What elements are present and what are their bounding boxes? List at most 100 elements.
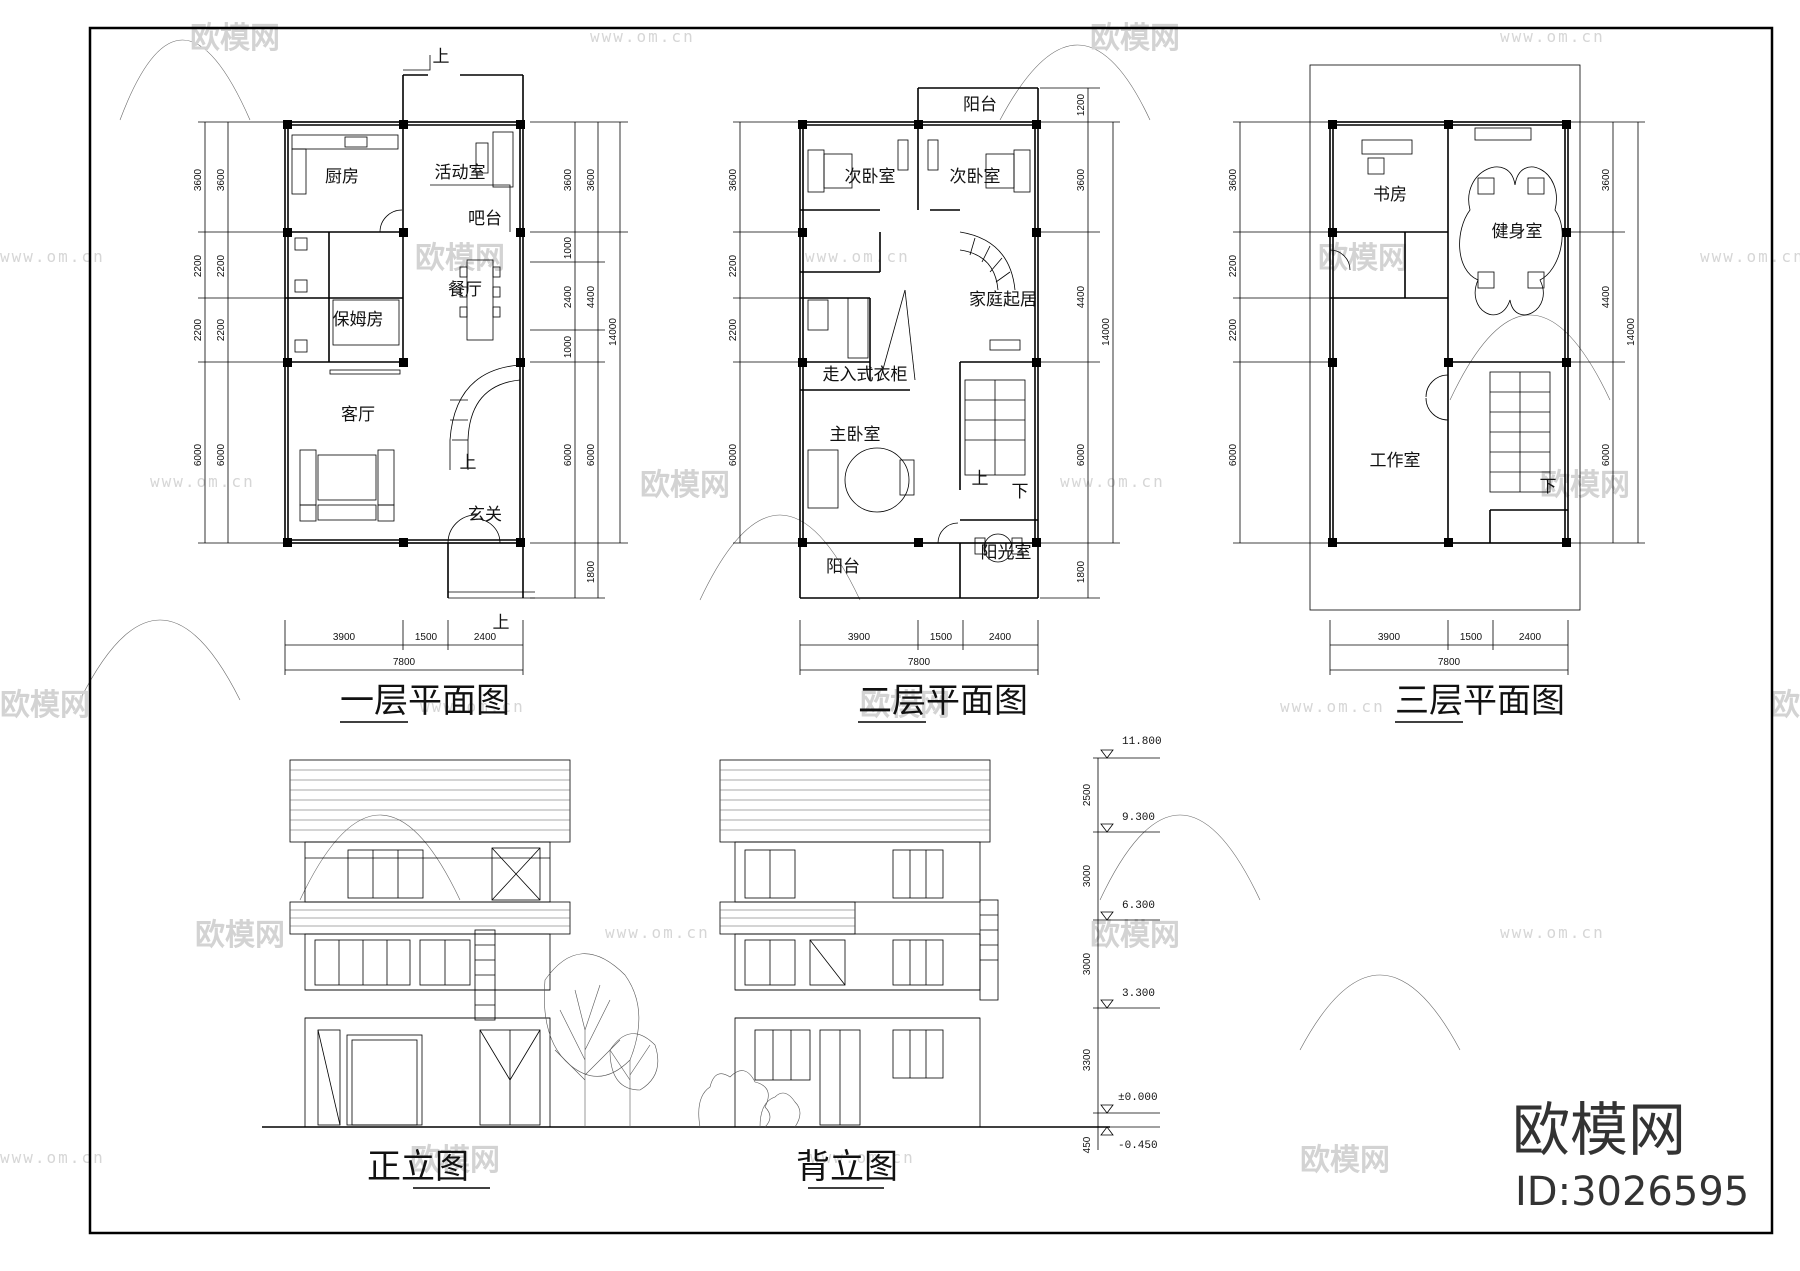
level-markers: 2500 3000 3000 3300 450 11.800 9.300 6.3… [1082,736,1162,1153]
stair-up-label: 上 [433,47,450,67]
watermark-text: 欧模网 [1090,21,1180,56]
dim-label: 1800 [1076,560,1087,583]
dim-label: 4400 [1601,285,1612,308]
stair-down-label: 下 [1012,482,1029,502]
plan-title: 一层平面图 [340,681,510,721]
watermark-url: www.om.cn [1280,697,1385,716]
dim-label: 2200 [216,254,227,277]
watermark-text: 欧模网 [195,918,285,953]
dim-label: 1800 [586,560,597,583]
dim-label: 3900 [1378,632,1401,643]
dim-label: 6000 [586,443,597,466]
dim-label: 3600 [728,168,739,191]
dim-label: 7800 [1438,657,1461,668]
watermark-text: 欧模网 [0,688,90,723]
dim-label: 6000 [1076,443,1087,466]
elevation-title: 背立图 [796,1147,898,1187]
floor3-dims-right: 3600 4400 6000 14000 [1570,121,1645,544]
floor3-dims-bottom: 3900 1500 2400 7800 [1329,620,1569,675]
dim-label: 1500 [415,632,438,643]
watermark-text: 欧模网 [860,688,950,723]
stair-up-label: 上 [972,469,989,489]
brand-id: ID:3026595 [1515,1169,1749,1215]
room-label: 次卧室 [845,167,896,187]
dim-label: 3900 [333,632,356,643]
dim-label: 2200 [728,254,739,277]
dim-label: 2200 [193,254,204,277]
dim-label: 14000 [1626,318,1637,346]
watermark-url: www.om.cn [1060,472,1165,491]
dim-label: 2400 [563,285,574,308]
floor2-dims-bottom: 3900 1500 2400 7800 [799,620,1039,675]
elevation-title: 正立图 [367,1147,469,1187]
room-label: 保姆房 [333,310,384,330]
floor1-plan: 3600 3600 2200 2200 2200 2200 6000 6000 … [193,47,628,723]
watermark-url: www.om.cn [810,1148,915,1167]
dim-label: 3600 [216,168,227,191]
tree-icon [544,953,659,1127]
level-height: 3000 [1082,864,1093,887]
brand-logo: 欧模网 ID:3026595 [1512,1096,1749,1215]
sheet-border [88,26,1774,1235]
dim-label: 6000 [1228,443,1239,466]
watermark-text: 欧模网 [1318,241,1408,276]
front-elevation: 正立图 [262,759,690,1189]
room-label: 厨房 [325,167,359,187]
brand-name: 欧模网 [1512,1096,1686,1164]
room-label: 玄关 [468,505,502,525]
watermark-text: 欧模网 [1540,468,1630,503]
dim-label: 1200 [1076,93,1087,116]
dim-label: 3600 [1228,168,1239,191]
dim-label: 3600 [193,168,204,191]
watermark-url: www.om.cn [420,697,525,716]
room-label: 主卧室 [830,425,881,445]
floor3-plan: 3600 2200 2200 6000 3600 4400 6000 14000 [1228,64,1645,723]
floor1-dims-left: 3600 3600 2200 2200 2200 2200 6000 6000 [193,121,285,544]
level-height: 3300 [1082,1048,1093,1071]
level-label: 11.800 [1122,736,1162,748]
room-label: 客厅 [341,405,375,425]
watermark-url: www.om.cn [0,1148,105,1167]
dim-label: 6000 [1601,443,1612,466]
dim-label: 2400 [989,632,1012,643]
watermark-text: 欧模网 [1770,688,1800,723]
room-label: 书房 [1373,185,1407,205]
watermark-text: 欧模网 [190,21,280,56]
room-label: 家庭起居 [969,290,1037,310]
dim-label: 4400 [586,285,597,308]
plan-title: 二层平面图 [858,681,1028,721]
watermark-url: www.om.cn [150,472,255,491]
dim-label: 2200 [1228,318,1239,341]
watermark-url: www.om.cn [590,27,695,46]
watermark-url: www.om.cn [605,923,710,942]
dim-label: 14000 [1101,318,1112,346]
stair-down-label: 下 [1540,477,1557,497]
level-height: 3000 [1082,952,1093,975]
dim-label: 1500 [1460,632,1483,643]
room-label: 吧台 [468,209,502,229]
room-label: 走入式衣柜 [823,365,908,385]
room-label: 阳台 [963,95,997,115]
dim-label: 6000 [563,443,574,466]
floor1-dims-bottom: 3900 1500 2400 7800 [284,620,524,675]
watermark-text: 欧模网 [410,1143,500,1178]
level-label: 3.300 [1122,988,1155,1000]
floor2-walls [799,87,1039,599]
dim-label: 6000 [193,443,204,466]
watermark-text: 欧模网 [1090,918,1180,953]
level-label: 6.300 [1122,900,1155,912]
floor2-columns [798,120,1041,547]
dim-label: 2200 [216,318,227,341]
watermark-url: www.om.cn [1500,27,1605,46]
dim-label: 4400 [1076,285,1087,308]
watermark-url: www.om.cn [805,247,910,266]
level-label: ±0.000 [1118,1092,1158,1104]
dim-label: 6000 [728,443,739,466]
dim-label: 2400 [474,632,497,643]
watermark-text: 欧模网 [640,468,730,503]
back-elevation: 背立图 [690,759,1110,1189]
dim-label: 3900 [848,632,871,643]
stair-up-label: 上 [493,613,510,633]
floor3-columns [1328,120,1571,547]
